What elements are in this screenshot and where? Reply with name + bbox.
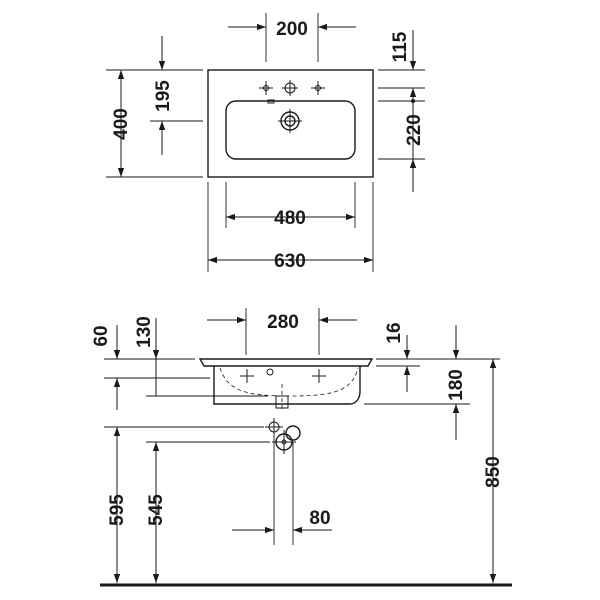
dim-label-180: 180: [446, 369, 467, 401]
tap-hole-right: [311, 81, 325, 95]
dim-label-595: 595: [107, 494, 128, 526]
supply-connection: [272, 430, 296, 454]
dim-label-545: 545: [146, 494, 167, 526]
dim-80: 80: [232, 436, 332, 545]
waste-connection: [265, 418, 283, 436]
dim-130: 130: [134, 316, 268, 397]
tap-hole-center: [282, 80, 298, 96]
dim-115: 115: [378, 30, 425, 128]
dim-label-630: 630: [274, 251, 306, 272]
overflow-plan: [267, 99, 275, 104]
dim-label-195: 195: [153, 80, 174, 112]
bowl-body-front: [213, 366, 361, 405]
basin-outline-plan: [207, 69, 374, 178]
tap-mark-left-front: [240, 369, 254, 383]
dim-label-115: 115: [390, 31, 411, 62]
dim-595: 595: [104, 426, 264, 583]
dim-label-400: 400: [111, 108, 132, 140]
bowl-outline-plan: [225, 100, 356, 160]
rim-front: [198, 358, 374, 367]
dim-480: 480: [225, 182, 356, 229]
dim-630: 630: [207, 182, 374, 272]
plan-view: 200 400 195 115: [106, 13, 425, 272]
dim-label-280: 280: [267, 312, 299, 333]
drain-plan: [278, 109, 302, 133]
dim-220: 220: [378, 99, 425, 192]
bowl-inner-hidden: [219, 367, 359, 397]
dim-label-80: 80: [309, 508, 330, 529]
dim-label-200: 200: [276, 19, 308, 40]
dim-label-480: 480: [274, 208, 306, 229]
dim-280: 280: [207, 308, 357, 355]
dim-16: 16: [376, 322, 500, 392]
dim-label-850: 850: [483, 456, 504, 488]
dim-400: 400: [106, 69, 203, 178]
dim-label-130: 130: [134, 316, 155, 348]
dim-850: 850: [483, 359, 504, 583]
dim-60: 60: [91, 325, 210, 410]
overflow-front: [266, 368, 274, 376]
dim-label-220: 220: [404, 114, 425, 146]
supply-connection-right: [285, 425, 301, 441]
dim-200: 200: [228, 13, 356, 62]
dim-label-16: 16: [384, 322, 405, 343]
dim-label-60: 60: [91, 325, 112, 346]
dim-180: 180: [364, 325, 470, 440]
dim-195: 195: [150, 36, 203, 155]
front-view: 280 60 130 16: [91, 308, 512, 587]
tap-hole-left: [259, 81, 273, 95]
tap-mark-right-front: [312, 369, 326, 383]
dim-545: 545: [146, 441, 270, 583]
